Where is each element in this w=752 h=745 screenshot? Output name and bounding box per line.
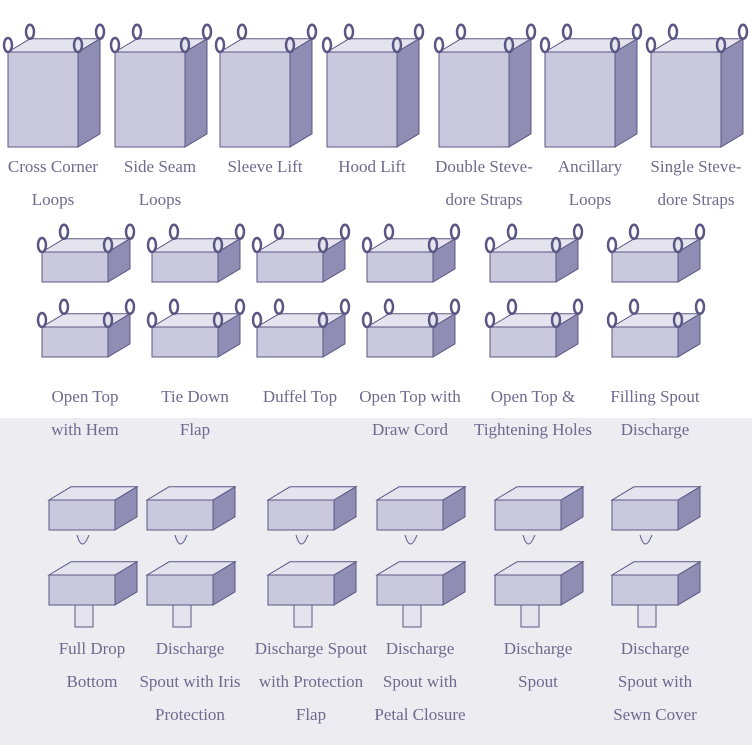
- bag-type-label: Flap: [179, 420, 211, 439]
- bag-type-label: Sleeve Lift: [227, 157, 303, 176]
- bag-type-item: Single Steve-dore Straps: [631, 22, 752, 216]
- bag-type-label: Discharge: [503, 639, 573, 658]
- bag-type-label: Loops: [138, 190, 182, 209]
- discharge-spout-protection-flap-icon: [246, 475, 376, 632]
- bag-type-label: Side Seam: [123, 157, 197, 176]
- bag-type-label: Flap: [295, 705, 327, 724]
- bag-type-label: with Protection: [258, 672, 364, 691]
- bag-type-label: Open Top &: [490, 387, 576, 406]
- bag-type-label: Double Steve-: [435, 157, 533, 176]
- bag-type-label: Petal Closure: [374, 705, 466, 724]
- bag-type-label: Tightening Holes: [474, 420, 592, 439]
- bag-type-label: with Hem: [51, 420, 119, 439]
- single-stevedore-straps-bag-icon: [631, 22, 752, 150]
- ancillary-loops-bag-icon: [525, 22, 655, 150]
- open-top-with-draw-cord-icon: [345, 222, 475, 380]
- bag-type-label: Single Steve-: [650, 157, 742, 176]
- bag-type-label: Discharge: [620, 639, 690, 658]
- full-drop-bottom-icon: [27, 475, 157, 632]
- bag-type-label: Discharge: [385, 639, 455, 658]
- bag-type-item: Double Steve-dore Straps: [419, 22, 549, 216]
- discharge-spout-sewn-cover-icon: [590, 475, 720, 632]
- bag-type-item: Duffel Top: [235, 222, 365, 413]
- sleeve-lift-bag-icon: [200, 22, 330, 150]
- bag-type-label: Loops: [31, 190, 75, 209]
- double-stevedore-straps-bag-icon: [419, 22, 549, 150]
- bag-type-label: Full Drop: [58, 639, 126, 658]
- tie-down-flap-icon: [130, 222, 260, 380]
- bag-type-label: Open Top: [51, 387, 119, 406]
- bag-type-label: Loops: [568, 190, 612, 209]
- hood-lift-bag-icon: [307, 22, 437, 150]
- bag-type-label: dore Straps: [657, 190, 735, 209]
- open-top-with-hem-icon: [20, 222, 150, 380]
- bag-type-label: Hood Lift: [338, 157, 406, 176]
- bag-type-item: Open Top with Hem: [20, 222, 150, 446]
- bag-type-label: Ancillary: [557, 157, 623, 176]
- duffel-top-icon: [235, 222, 365, 380]
- discharge-spout-petal-closure-icon: [355, 475, 485, 632]
- bag-type-label: Sewn Cover: [613, 705, 697, 724]
- bag-type-label: Spout with: [617, 672, 693, 691]
- bag-type-label: Draw Cord: [371, 420, 448, 439]
- bag-type-item: Sleeve Lift: [200, 22, 330, 183]
- bag-type-label: Discharge: [155, 639, 225, 658]
- bag-type-label: Protection: [155, 705, 225, 724]
- cross-corner-loops-bag-icon: [0, 22, 118, 150]
- bag-type-label: Discharge Spout: [254, 639, 368, 658]
- side-seam-loops-bag-icon: [95, 22, 225, 150]
- discharge-spout-icon: [473, 475, 603, 632]
- bag-type-label: Spout with Iris: [139, 672, 241, 691]
- filling-spout-discharge-icon: [590, 222, 720, 380]
- bag-type-label: Tie Down: [161, 387, 229, 406]
- discharge-spout-iris-protection-icon: [125, 475, 255, 632]
- open-top-tightening-holes-icon: [468, 222, 598, 380]
- bag-type-label: Filling Spout: [610, 387, 700, 406]
- bag-type-label: Discharge: [620, 420, 690, 439]
- bag-type-label: Open Top with: [359, 387, 461, 406]
- bag-type-item: Open Top & Tightening Holes: [468, 222, 598, 446]
- bag-type-label: Spout: [518, 672, 558, 691]
- bag-type-label: Spout with: [382, 672, 458, 691]
- bag-type-item: Hood Lift: [307, 22, 437, 183]
- bag-type-label: Cross Corner: [7, 157, 99, 176]
- bag-type-label: Duffel Top: [262, 387, 338, 406]
- bag-type-label: dore Straps: [445, 190, 523, 209]
- bag-type-label: Bottom: [66, 672, 118, 691]
